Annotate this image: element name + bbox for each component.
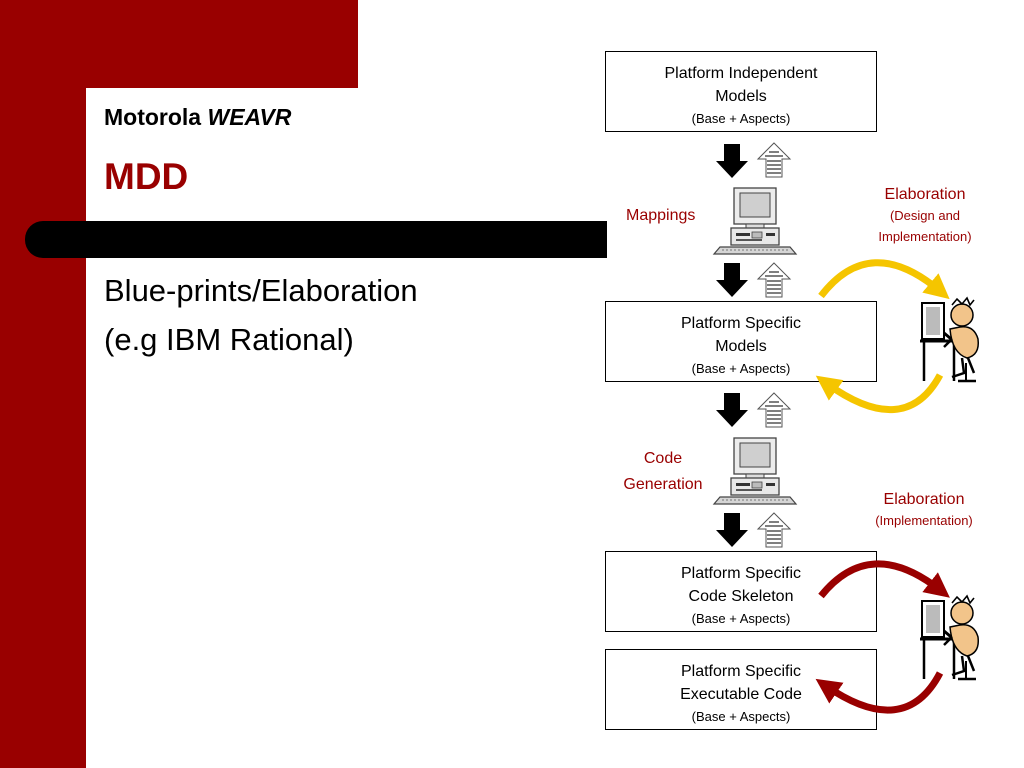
box-label-line2: Models bbox=[715, 88, 767, 105]
computer-icon-codegen bbox=[713, 437, 797, 505]
box-platform-independent-models: Platform Independent Models (Base + Aspe… bbox=[605, 51, 877, 132]
box-label-line1: Platform Specific bbox=[680, 663, 802, 680]
elaboration2-line2: (Implementation) bbox=[875, 513, 973, 528]
box-platform-specific-models: Platform Specific Models (Base + Aspects… bbox=[605, 301, 877, 382]
flow-arrows-1 bbox=[716, 142, 791, 178]
top-red-band bbox=[0, 0, 358, 88]
bullet-1: Blue-prints/Elaboration bbox=[104, 273, 418, 308]
flow-arrows-3 bbox=[716, 392, 791, 428]
subtitle-company: Motorola bbox=[104, 104, 202, 130]
computer-icon-mappings bbox=[713, 187, 797, 255]
rounded-corner bbox=[86, 88, 146, 148]
bullet-2: (e.g IBM Rational) bbox=[104, 322, 354, 357]
slide-subtitle: Motorola WEAVR bbox=[104, 104, 291, 131]
elaboration1-title: Elaboration bbox=[884, 186, 966, 203]
flow-arrows-4 bbox=[716, 512, 791, 548]
box-label-line1: Platform Specific bbox=[680, 315, 802, 332]
developer-icon-1 bbox=[918, 296, 980, 383]
box-label-line2: Code Skeleton bbox=[688, 588, 794, 605]
elaboration1-line2: (Design and bbox=[889, 208, 961, 223]
box-label-line3: (Base + Aspects) bbox=[691, 611, 791, 626]
box-label-line3: (Base + Aspects) bbox=[691, 361, 791, 376]
elaboration-cycle-arrow-top-yellow bbox=[818, 259, 950, 300]
elaboration-cycle-arrow-top-red bbox=[818, 560, 950, 599]
box-platform-specific-code-skeleton: Platform Specific Code Skeleton (Base + … bbox=[605, 551, 877, 632]
box-label-line1: Platform Specific bbox=[680, 565, 802, 582]
code-generation-line1: Code bbox=[643, 450, 683, 467]
left-red-band bbox=[0, 0, 86, 768]
code-generation-label: Code Generation bbox=[616, 446, 710, 498]
elaboration1-line3: Implementation) bbox=[878, 229, 972, 244]
mappings-label: Mappings bbox=[626, 207, 696, 224]
flow-arrows-2 bbox=[716, 262, 791, 298]
elaboration-cycle-arrow-bottom-red bbox=[815, 671, 944, 714]
elaboration-cycle-arrow-bottom-yellow bbox=[815, 373, 944, 414]
box-label-line1: Platform Independent bbox=[664, 65, 818, 82]
box-label-line2: Models bbox=[715, 338, 767, 355]
elaboration2-title: Elaboration bbox=[883, 491, 965, 508]
elaboration-label-2: Elaboration (Implementation) bbox=[862, 490, 986, 532]
slide-title: MDD bbox=[104, 156, 189, 197]
elaboration-label-1: Elaboration (Design and Implementation) bbox=[862, 185, 988, 247]
subtitle-product: WEAVR bbox=[207, 104, 292, 130]
box-label-line3: (Base + Aspects) bbox=[691, 709, 791, 724]
code-generation-line2: Generation bbox=[623, 476, 703, 493]
developer-icon-2 bbox=[918, 594, 980, 681]
black-divider-bar bbox=[25, 221, 607, 258]
box-label-line2: Executable Code bbox=[680, 686, 802, 703]
box-label-line3: (Base + Aspects) bbox=[691, 111, 791, 126]
